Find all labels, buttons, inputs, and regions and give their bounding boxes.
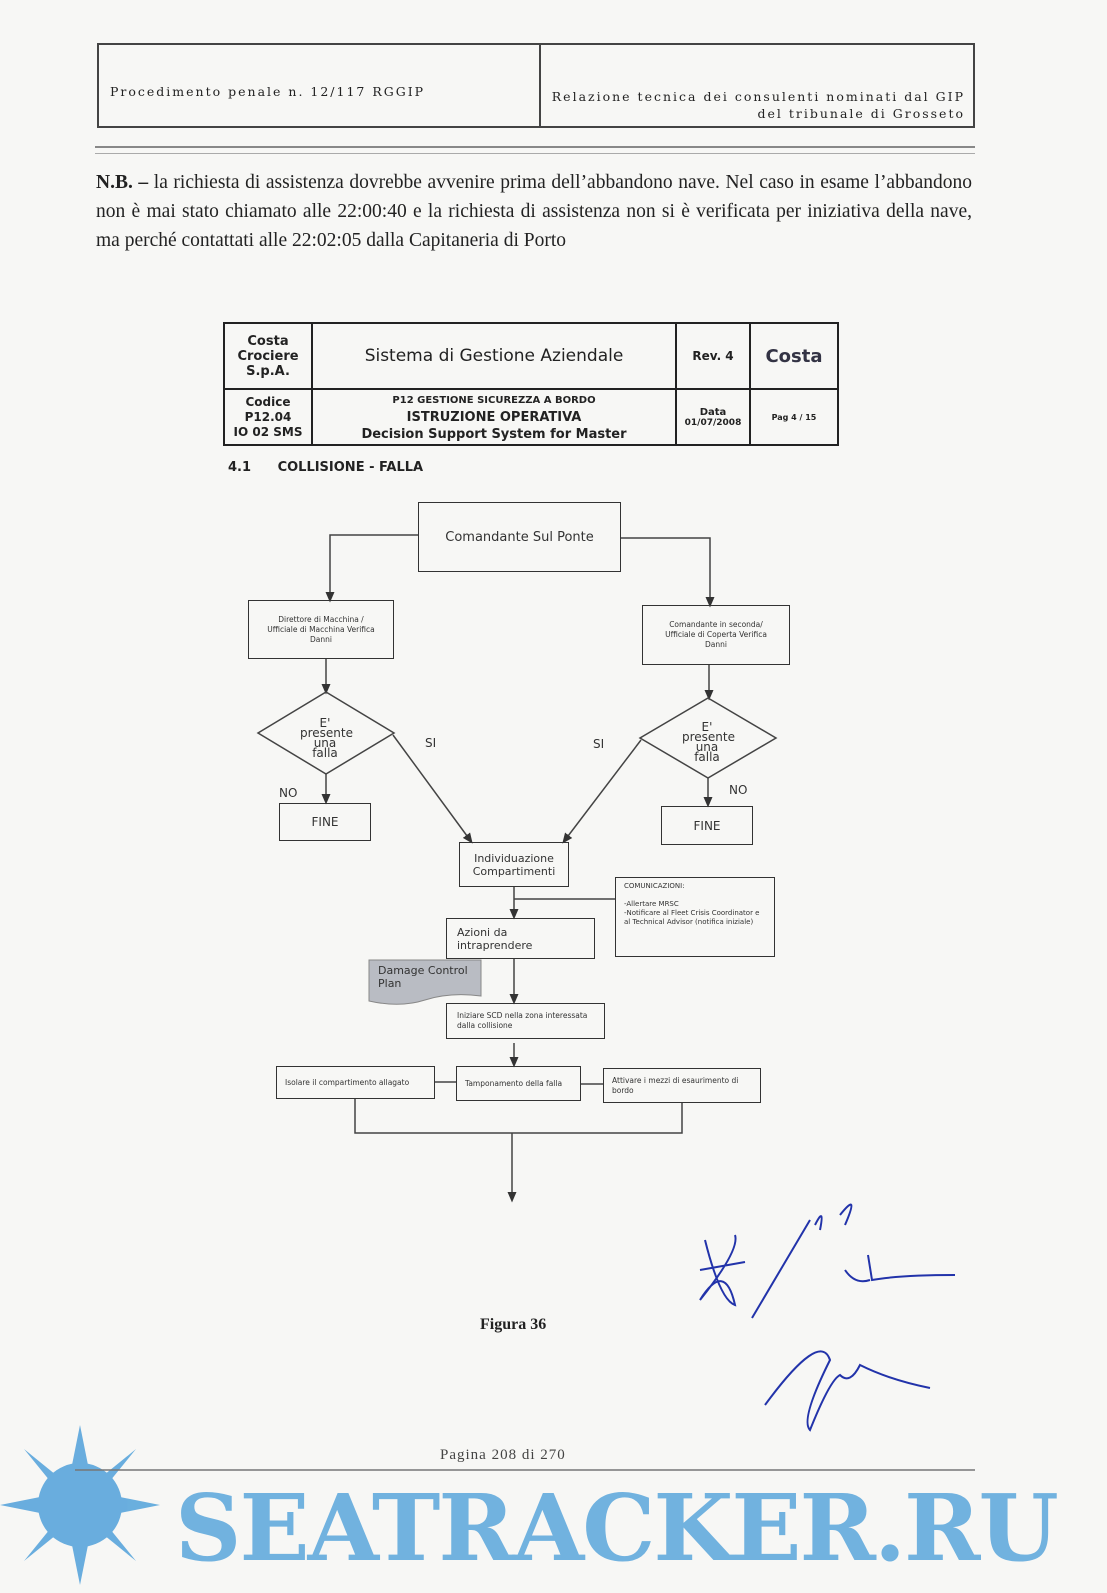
note-prefix: N.B. – xyxy=(96,172,149,193)
code-label: Codice xyxy=(245,394,291,409)
header-right-line2: del tribunale di Grosseto xyxy=(757,106,965,121)
costa-logo: Costa xyxy=(749,322,839,390)
damage-control-plan-shape xyxy=(368,959,482,1005)
system-title: Sistema di Gestione Aziendale xyxy=(311,322,677,390)
figure-caption: Figura 36 xyxy=(480,1316,547,1333)
actions-box: Azioni da intraprendere xyxy=(446,918,595,959)
damage-control-plan-label: Damage Control Plan xyxy=(378,964,468,990)
start-box: Comandante Sul Ponte xyxy=(418,502,621,572)
company-name: Costa Crociere S.p.A. xyxy=(223,322,313,390)
watermark-sun-logo xyxy=(0,1425,160,1585)
page-ref: Pag 4 / 15 xyxy=(749,388,839,446)
left-yes-label: SI xyxy=(425,736,437,750)
communications-title: COMUNICAZIONI: xyxy=(624,882,685,890)
section-number: 4.1 xyxy=(228,460,252,475)
header-rule xyxy=(95,146,975,154)
note-paragraph: N.B. – la richiesta di assistenza dovreb… xyxy=(96,168,972,255)
right-end-box: FINE xyxy=(661,806,753,845)
identify-compartments-box: Individuazione Compartimenti xyxy=(459,842,569,887)
header-right-line1: Relazione tecnica dei consulenti nominat… xyxy=(551,89,965,104)
right-check-box: Comandante in seconda/ Ufficiale di Cope… xyxy=(642,605,790,665)
left-decision-text: E' presente una falla xyxy=(300,716,353,760)
right-yes-label: SI xyxy=(593,737,605,751)
date-cell: Data 01/07/2008 xyxy=(675,388,751,446)
communications-item: -Allertare MRSC xyxy=(624,900,679,908)
page-header-box xyxy=(97,43,975,128)
left-end-box: FINE xyxy=(279,803,371,841)
page-number: Pagina 208 di 270 xyxy=(440,1447,566,1463)
handwritten-signatures xyxy=(699,1203,956,1432)
note-text: la richiesta di assistenza dovrebbe avve… xyxy=(96,172,972,251)
code-value: P12.04 xyxy=(244,409,292,424)
header-case-number: Procedimento penale n. 12/117 RGGIP xyxy=(110,84,426,99)
header-report-title: Relazione tecnica dei consulenti nominat… xyxy=(545,88,965,122)
plug-leak-box: Tamponamento della falla xyxy=(456,1066,581,1101)
activate-pumps-box: Attivare i mezzi di esaurimento di bordo xyxy=(603,1068,761,1103)
procedure-type: ISTRUZIONE OPERATIVA xyxy=(406,409,582,425)
code-value-2: IO 02 SMS xyxy=(233,424,303,439)
start-scd-box: Iniziare SCD nella zona interessata dall… xyxy=(446,1003,605,1039)
isolate-compartment-box: Isolare il compartimento allagato xyxy=(276,1066,435,1099)
watermark-text: SEATRACKER.RU xyxy=(175,1474,1059,1582)
left-check-box: Direttore di Macchina / Ufficiale di Mac… xyxy=(248,600,394,659)
date-value: 01/07/2008 xyxy=(684,417,742,428)
procedure-cell: P12 GESTIONE SICUREZZA A BORDO ISTRUZION… xyxy=(311,388,677,446)
left-no-label: NO xyxy=(279,786,298,800)
section-title: COLLISIONE - FALLA xyxy=(277,460,424,475)
revision: Rev. 4 xyxy=(675,322,751,390)
date-label: Data xyxy=(699,406,727,418)
code-cell: Codice P12.04 IO 02 SMS xyxy=(223,388,313,446)
right-decision-text: E' presente una falla xyxy=(682,720,735,764)
section-heading: 4.1 COLLISIONE - FALLA xyxy=(228,460,423,475)
communications-box: COMUNICAZIONI: -Allertare MRSC -Notifica… xyxy=(615,877,775,957)
communications-item: -Notificare al Fleet Crisis Coordinator … xyxy=(624,909,760,926)
document-title: Decision Support System for Master xyxy=(361,426,627,442)
procedure-name: P12 GESTIONE SICUREZZA A BORDO xyxy=(392,394,596,406)
document-info-table: Costa Crociere S.p.A. Sistema di Gestion… xyxy=(223,322,839,446)
right-no-label: NO xyxy=(729,783,748,797)
